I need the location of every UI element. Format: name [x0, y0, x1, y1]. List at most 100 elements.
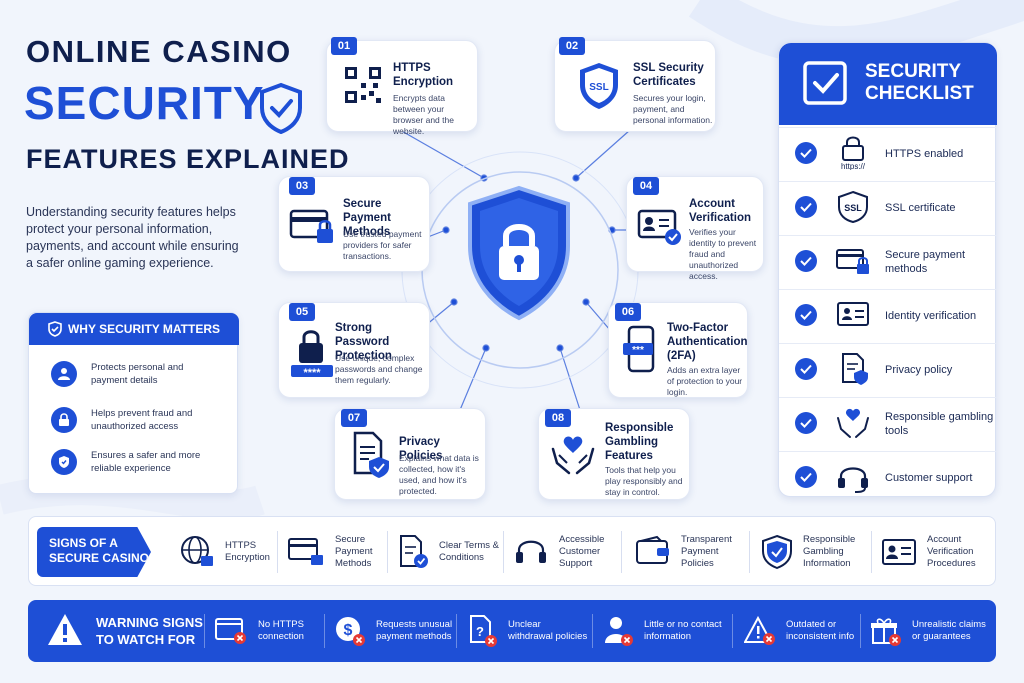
divider [277, 531, 278, 573]
sign-text: Accessible Customer Support [559, 534, 605, 569]
title-line-3: FEATURES EXPLAINED [26, 144, 350, 174]
globe-lock-icon [181, 536, 213, 566]
checklist-item: Customer support [779, 451, 997, 497]
warning-item: No HTTPS connection [214, 610, 314, 652]
checklist-item-text: SSL certificate [885, 202, 956, 214]
feature-title: HTTPS Encryption [393, 62, 454, 88]
warning-item: ? Unclear withdrawal policies [468, 610, 588, 652]
checklist-item-text: Responsible gambling tools [885, 411, 994, 437]
feature-card-https: 01 HTTPS Encryption Encrypts data betwee… [326, 37, 478, 136]
sign-item: Accessible Customer Support [513, 527, 615, 577]
divider [871, 531, 872, 573]
feature-title: SSL Security Certificates [633, 62, 704, 88]
feature-card-2fa: 06 *** Two-Factor Authentication (2FA) A… [608, 302, 748, 398]
card-lock-icon [836, 249, 869, 274]
feature-title: Secure Payment Methods [343, 198, 391, 238]
https-lock-icon: https:// [841, 136, 866, 170]
feature-number: 05 [289, 303, 315, 321]
feature-number: 08 [545, 409, 571, 427]
user-error-icon [605, 617, 633, 646]
https-label: https:// [841, 162, 866, 170]
check-icon [795, 466, 817, 488]
ssl-shield-icon: SSL [838, 190, 868, 224]
password-lock-icon: **** [291, 330, 333, 379]
shield-check-icon [48, 321, 62, 337]
feature-number: 04 [633, 177, 659, 195]
feature-card-payment: 03 Secure Payment Methods Use trusted pa… [278, 176, 430, 272]
why-item: Helps prevent fraud and unauthorized acc… [51, 405, 211, 435]
checklist-item-text: Privacy policy [885, 364, 953, 376]
user-icon [51, 361, 77, 387]
checklist-item: Secure payment methods [779, 235, 997, 287]
divider [503, 531, 504, 573]
svg-text:$: $ [344, 622, 353, 639]
sign-item: HTTPS Encryption [179, 527, 275, 577]
warning-text: Requests unusual payment methods [376, 619, 453, 642]
why-item-text: Helps prevent fraud and unauthorized acc… [91, 408, 193, 432]
feature-title: Strong Password Protection [335, 322, 392, 362]
warning-text: No HTTPS connection [258, 619, 304, 642]
check-icon [795, 412, 817, 434]
document-check-icon [400, 535, 428, 568]
feature-desc: Secures your login, payment, and persona… [633, 93, 713, 125]
feature-desc: Explains what data is collected, how it'… [399, 453, 479, 496]
why-security-title: WHY SECURITY MATTERS [67, 322, 220, 336]
sign-text: HTTPS Encryption [225, 540, 270, 563]
sign-text: Account Verification Procedures [927, 534, 976, 569]
feature-desc: Use unique, complex passwords and change… [335, 353, 423, 385]
feature-card-password: 05 **** Strong Password Protection Use u… [278, 302, 430, 398]
phone-2fa-icon: *** [623, 325, 655, 373]
hands-heart-icon [551, 436, 595, 475]
feature-title: Account Verification [689, 198, 751, 224]
divider [860, 614, 861, 648]
why-security-header: WHY SECURITY MATTERS [29, 313, 239, 345]
browser-error-icon [215, 618, 246, 644]
why-item-text: Protects personal and payment details [91, 362, 184, 386]
checklist-item-text: Identity verification [885, 310, 977, 322]
warning-item: Outdated or inconsistent info [744, 610, 858, 652]
hands-heart-icon [837, 408, 869, 438]
document-question-icon: ? [470, 615, 497, 647]
dollar-error-icon: $ [336, 617, 365, 646]
checklist-item-text: Customer support [885, 472, 973, 484]
shield-icon [51, 449, 77, 475]
ssl-label: SSL [844, 203, 862, 213]
check-icon [795, 250, 817, 272]
sign-text: Secure Payment Methods [335, 534, 373, 569]
checklist-item: Responsible gambling tools [779, 397, 997, 449]
id-card-check-icon [637, 209, 681, 245]
feature-title: Responsible Gambling Features [605, 422, 674, 462]
check-icon [795, 358, 817, 380]
ssl-label: SSL [589, 82, 608, 93]
feature-number: 06 [615, 303, 641, 321]
checklist-item: SSL SSL certificate [779, 181, 997, 233]
why-item: Ensures a safer and more reliable experi… [51, 447, 201, 477]
divider [749, 531, 750, 573]
id-card-icon [882, 539, 916, 565]
warning-text: Outdated or inconsistent info [786, 619, 855, 642]
code-mask: *** [632, 345, 644, 356]
title-line-2: SECURITY [24, 77, 265, 129]
central-shield-lock-icon [468, 185, 570, 321]
feature-desc: Encrypts data between your browser and t… [393, 93, 454, 136]
feature-number: 02 [559, 37, 585, 55]
sign-item: Secure Payment Methods [287, 527, 385, 577]
warning-text: Little or no contact information [644, 619, 722, 642]
clipboard-check-icon [803, 61, 847, 105]
feature-title: Privacy Policies [399, 436, 443, 462]
divider [621, 531, 622, 573]
headset-icon [838, 467, 868, 493]
warning-signs-bar: WARNING SIGNS TO WATCH FOR No HTTPS conn… [28, 600, 996, 662]
intro-text: Understanding security features helps pr… [26, 205, 239, 270]
sign-item: Account Verification Procedures [881, 527, 989, 577]
divider [732, 614, 733, 648]
gift-error-icon [871, 618, 901, 646]
checklist-item-text: Secure payment methods [885, 249, 966, 275]
feature-card-privacy: 07 Privacy Policies Explains what data i… [334, 408, 486, 500]
sign-text: Transparent Payment Policies [681, 534, 732, 569]
sign-text: Clear Terms & Conditions [439, 540, 500, 563]
feature-desc: Tools that help you play responsibly and… [605, 465, 683, 497]
id-card-icon [837, 302, 869, 326]
document-check-icon [353, 431, 389, 478]
